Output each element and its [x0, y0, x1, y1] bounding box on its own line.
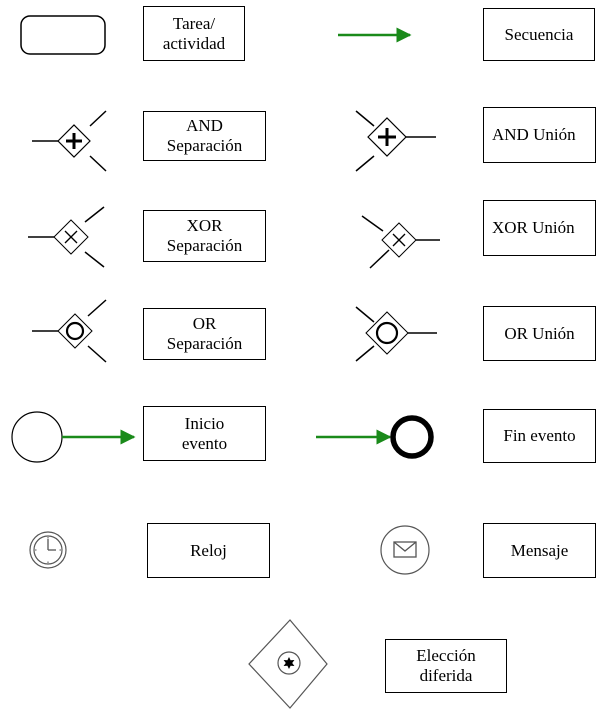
and-split-label-line2: Separación	[166, 136, 243, 155]
or-join-label: OR Unión	[504, 323, 575, 343]
sequence-label: Secuencia	[504, 24, 574, 44]
end-event-label-box: Fin evento	[483, 409, 596, 463]
xor-split-label-box: XOR Separación	[143, 210, 266, 262]
xor-join-label: XOR Unión	[492, 218, 575, 237]
or-split-label-line1: OR	[192, 314, 217, 333]
task-label-line1: Tarea/	[172, 13, 216, 33]
and-join-label-box: AND Unión	[483, 107, 596, 163]
timer-label-box: Reloj	[147, 523, 270, 578]
message-label: Mensaje	[510, 540, 569, 560]
clock-icon	[29, 531, 67, 569]
and-split-label-line1: AND	[186, 116, 223, 135]
and-split-label-box: AND Separación	[143, 111, 266, 161]
end-event-thick-circle-icon	[316, 415, 434, 459]
or-split-gateway-icon	[32, 299, 107, 363]
task-icon	[20, 15, 106, 55]
xor-split-gateway-icon	[28, 206, 105, 268]
xor-join-label-box: XOR Unión	[483, 200, 596, 256]
xor-split-label-line1: XOR	[186, 216, 223, 235]
task-label-line2: actividad	[162, 33, 226, 53]
and-join-gateway-icon	[355, 110, 436, 172]
deferred-choice-gateway-icon	[248, 619, 328, 709]
task-label-box: Tarea/ actividad	[143, 6, 245, 61]
start-event-label-line1: Inicio	[184, 413, 225, 433]
xor-split-label-line2: Separación	[166, 236, 243, 255]
timer-label: Reloj	[190, 540, 227, 560]
sequence-label-box: Secuencia	[483, 8, 595, 61]
and-join-label: AND Unión	[492, 125, 576, 144]
and-split-gateway-icon	[32, 110, 107, 172]
message-label-box: Mensaje	[483, 523, 596, 578]
start-event-label-box: Inicio evento	[143, 406, 266, 461]
or-join-gateway-icon	[355, 306, 437, 362]
deferred-choice-label-line2: diferida	[419, 666, 473, 685]
start-event-label-line2: evento	[181, 433, 228, 453]
or-join-label-box: OR Unión	[483, 306, 596, 361]
or-split-label-box: OR Separación	[143, 308, 266, 360]
start-event-circle-icon	[11, 411, 136, 463]
envelope-icon	[380, 525, 430, 575]
or-split-label-line2: Separación	[166, 334, 243, 353]
end-event-label: Fin evento	[503, 426, 576, 445]
xor-join-gateway-icon	[361, 215, 440, 269]
deferred-choice-label-line1: Elección	[416, 646, 476, 665]
deferred-choice-label-box: Elección diferida	[385, 639, 507, 693]
